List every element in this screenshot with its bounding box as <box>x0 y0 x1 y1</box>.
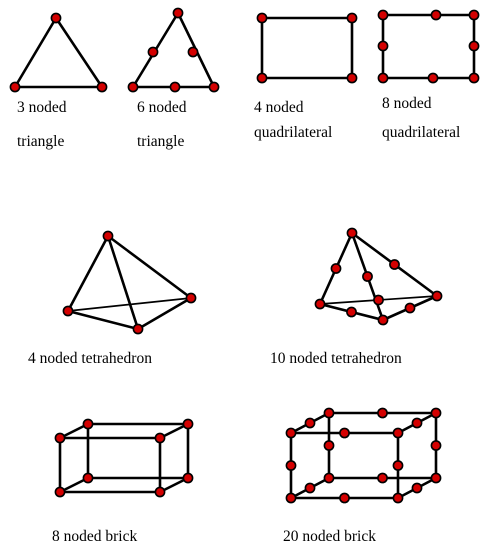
tetrahedron-10-node-element <box>314 227 443 326</box>
midside-node <box>411 417 423 429</box>
edge <box>106 234 140 331</box>
corner-node <box>468 72 480 84</box>
corner-node <box>185 292 197 304</box>
corner-node <box>323 472 335 484</box>
midside-node <box>430 9 442 21</box>
brick-8-node-element <box>54 418 194 498</box>
midside-node <box>169 81 181 93</box>
midside-node <box>377 407 388 419</box>
midside-node <box>147 46 159 58</box>
corner-node <box>256 12 268 24</box>
edge <box>54 16 104 89</box>
quadrilateral-4-node-element <box>256 12 358 84</box>
midside-node <box>187 46 199 58</box>
corner-node <box>132 323 144 335</box>
label-brick20: 20 noded brick <box>283 528 376 545</box>
corner-node <box>154 432 166 444</box>
edge <box>106 234 193 300</box>
triangle-6-node-element <box>127 7 220 93</box>
corner-node <box>50 12 62 24</box>
corner-node <box>285 492 297 504</box>
midside-node <box>377 40 389 52</box>
edge <box>67 297 192 312</box>
label-quad4-line1: 4 noded <box>254 99 304 116</box>
corner-node <box>377 9 389 21</box>
corner-node <box>346 227 358 239</box>
label-quad4-line2: quadrilateral <box>254 124 332 141</box>
corner-node <box>431 290 443 302</box>
midside-node <box>389 259 400 270</box>
corner-node <box>127 81 139 93</box>
corner-node <box>154 486 166 498</box>
corner-node <box>392 492 404 504</box>
midside-node <box>392 460 404 471</box>
edge <box>136 296 193 331</box>
corner-node <box>430 407 442 419</box>
label-tri3-line2: triangle <box>17 133 64 150</box>
triangle-3-node-element <box>9 12 108 93</box>
midside-node <box>430 440 442 451</box>
tetrahedron-4-node-element <box>62 230 197 335</box>
label-tri3-line1: 3 noded <box>17 99 67 116</box>
label-tri6-line2: triangle <box>137 133 184 150</box>
corner-node <box>82 472 94 484</box>
midside-node <box>285 460 297 471</box>
label-brick8: 8 noded brick <box>52 528 137 545</box>
corner-node <box>377 72 389 84</box>
midside-node <box>373 294 384 306</box>
label-tri6-line1: 6 noded <box>137 99 187 116</box>
quadrilateral-8-node-element <box>377 9 480 84</box>
midside-node <box>377 472 388 484</box>
midside-node <box>362 271 373 282</box>
corner-node <box>182 418 194 430</box>
midside-node <box>339 492 350 504</box>
corner-node <box>430 472 442 484</box>
label-quad8-line2: quadrilateral <box>382 124 460 141</box>
midside-node <box>323 440 335 451</box>
corner-node <box>256 72 268 84</box>
corner-node <box>54 486 66 498</box>
corner-node <box>285 427 297 439</box>
corner-node <box>62 305 74 317</box>
corner-node <box>9 81 21 93</box>
midside-node <box>330 263 342 274</box>
edge <box>66 309 140 331</box>
midside-node <box>339 427 350 439</box>
corner-node <box>314 298 326 310</box>
corner-node <box>172 7 184 19</box>
midside-node <box>304 417 316 429</box>
corner-node <box>96 81 108 93</box>
midside-node <box>468 40 480 52</box>
corner-node <box>54 432 66 444</box>
corner-node <box>377 314 389 326</box>
corner-node <box>208 81 220 93</box>
corner-node <box>346 12 358 24</box>
edge <box>13 16 58 89</box>
label-tet10: 10 noded tetrahedron <box>270 350 402 367</box>
corner-node <box>346 72 358 84</box>
corner-node <box>323 407 335 419</box>
midside-node <box>411 482 423 494</box>
midside-node <box>304 482 316 494</box>
corner-node <box>468 9 480 21</box>
corner-node <box>82 418 94 430</box>
brick-20-node-element <box>285 407 442 504</box>
label-quad8-line1: 8 noded <box>382 95 432 112</box>
corner-node <box>392 427 404 439</box>
label-tet4: 4 noded tetrahedron <box>28 350 152 367</box>
corner-node <box>102 230 114 242</box>
midside-node <box>346 306 357 318</box>
midside-node <box>427 72 439 84</box>
edge <box>66 234 110 313</box>
corner-node <box>182 472 194 484</box>
midside-node <box>404 302 416 314</box>
